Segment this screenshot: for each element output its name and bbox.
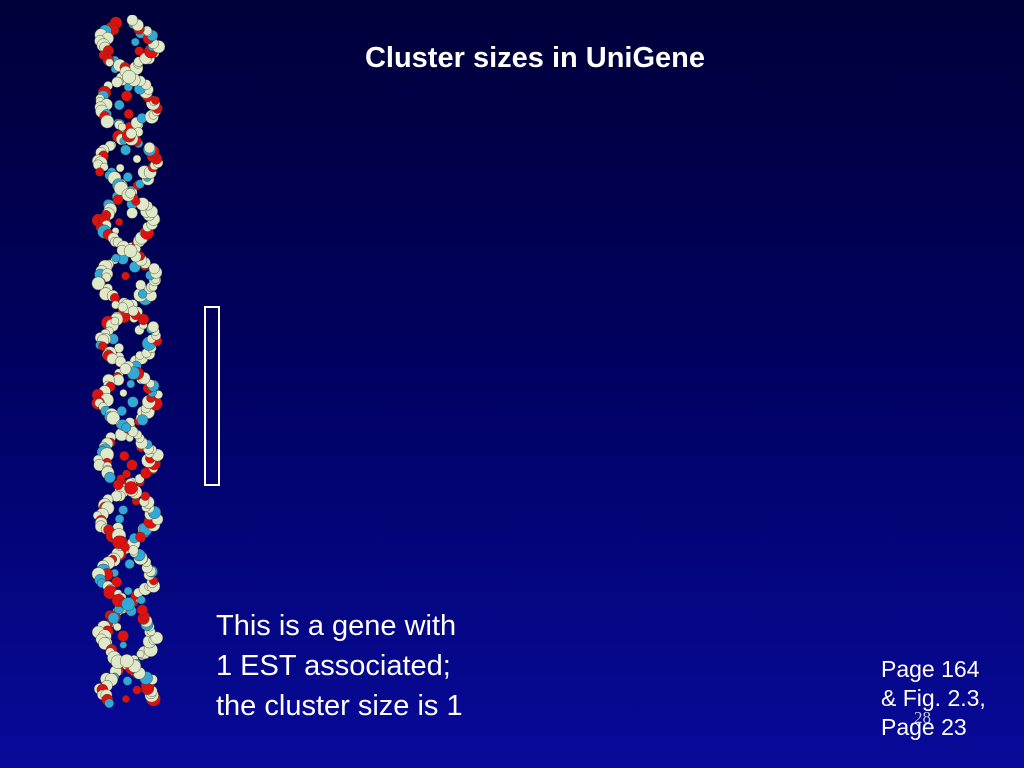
- helix-atom: [122, 676, 133, 686]
- helix-atom: [104, 698, 115, 709]
- helix-atom: [121, 597, 136, 612]
- helix-atom: [104, 471, 116, 484]
- helix-atom: [111, 76, 123, 88]
- helix-atom: [95, 167, 105, 177]
- body-line: the cluster size is 1: [216, 690, 463, 722]
- reference-line: & Fig. 2.3,: [881, 685, 986, 711]
- helix-atom: [91, 276, 106, 291]
- helix-atom: [115, 218, 123, 226]
- helix-atom: [126, 207, 138, 219]
- helix-atom: [137, 289, 148, 299]
- helix-atom: [106, 411, 121, 425]
- helix-atom: [127, 305, 139, 317]
- helix-atom: [113, 622, 122, 632]
- helix-atom: [118, 505, 128, 515]
- helix-atom: [134, 46, 144, 56]
- helix-atom: [117, 302, 128, 312]
- helix-atom: [147, 321, 160, 333]
- helix-atom: [148, 262, 160, 275]
- helix-atom: [122, 469, 131, 479]
- helix-atom: [121, 271, 130, 281]
- helix-atom: [128, 545, 139, 556]
- reference-line: Page 164: [881, 656, 980, 682]
- helix-atom: [123, 172, 133, 182]
- helix-atom: [119, 362, 132, 375]
- helix-atom: [119, 654, 134, 668]
- reference-line: Page 23: [881, 714, 967, 740]
- helix-atom: [136, 414, 149, 426]
- helix-atom: [136, 650, 145, 659]
- helix-atom: [126, 459, 138, 471]
- helix-atom: [123, 109, 134, 119]
- helix-atom: [98, 341, 108, 351]
- helix-atom: [117, 122, 127, 132]
- helix-atom: [114, 514, 125, 524]
- body-line: 1 EST associated;: [216, 650, 451, 682]
- page-reference: Page 164 & Fig. 2.3, Page 23: [881, 655, 986, 742]
- helix-atom: [119, 641, 127, 649]
- helix-atom: [110, 316, 120, 326]
- helix-atom: [122, 695, 130, 703]
- helix-atom: [125, 188, 136, 199]
- helix-atom: [132, 685, 142, 695]
- helix-atom: [124, 559, 135, 569]
- helix-atom: [126, 379, 135, 389]
- page-number: 28: [914, 708, 931, 727]
- helix-atom: [123, 244, 138, 258]
- helix-atom: [120, 542, 130, 552]
- helix-atom: [111, 253, 121, 263]
- helix-atom: [119, 389, 128, 397]
- helix-atom: [113, 479, 124, 490]
- helix-atom: [122, 70, 136, 84]
- helix-atom: [126, 15, 138, 26]
- helix-atom: [116, 163, 125, 173]
- helix-atom: [105, 58, 114, 67]
- helix-atom: [114, 99, 125, 111]
- body-line: This is a gene with: [216, 610, 457, 642]
- helix-atom: [123, 586, 133, 596]
- helix-atom: [124, 481, 138, 495]
- helix-atom: [132, 154, 142, 164]
- helix-atom: [135, 531, 146, 543]
- helix-atom: [121, 90, 133, 102]
- helix-atom: [135, 279, 146, 291]
- helix-atom: [131, 37, 140, 47]
- helix-atom: [120, 144, 131, 156]
- helix-atom: [143, 142, 156, 154]
- helix-atom: [100, 114, 115, 129]
- helix-atom: [137, 595, 146, 605]
- dna-helix-image: [91, 15, 166, 709]
- empty-rectangle-glyph: [204, 306, 220, 486]
- helix-atom: [127, 396, 139, 408]
- helix-atom: [117, 630, 129, 642]
- slide-body-text: This is a gene with 1 EST associated; th…: [216, 606, 463, 726]
- helix-atom: [125, 127, 137, 139]
- helix-atom: [136, 604, 148, 616]
- helix-atom: [111, 576, 123, 588]
- helix-atom: [107, 612, 120, 624]
- helix-atom: [121, 422, 132, 433]
- slide-title: Cluster sizes in UniGene: [364, 42, 706, 74]
- helix-atom: [119, 451, 130, 461]
